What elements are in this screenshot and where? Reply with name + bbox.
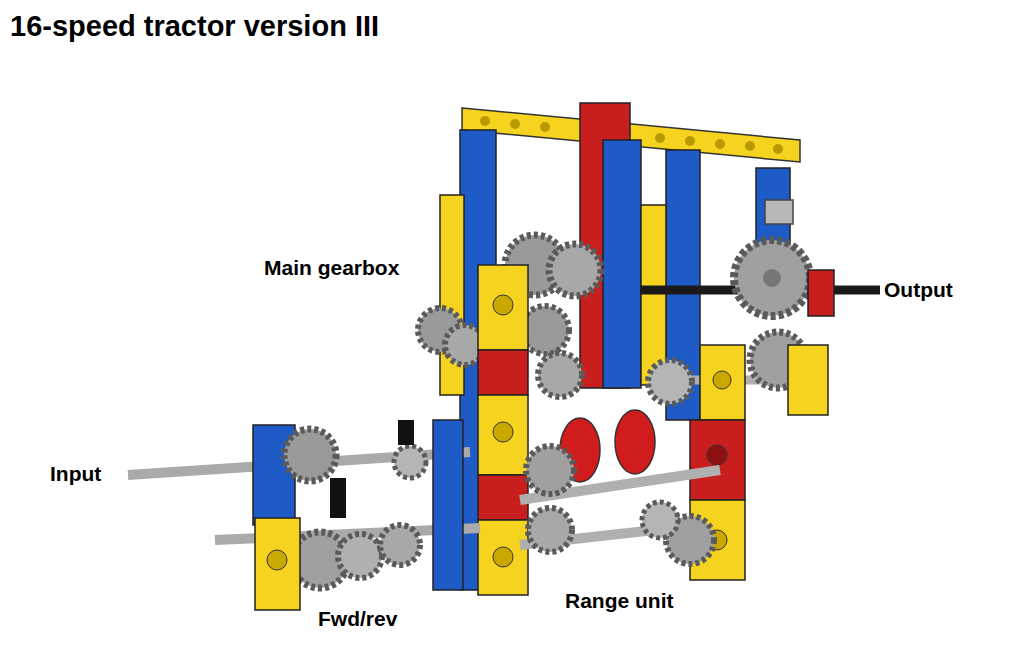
gear — [642, 502, 678, 538]
connector-piece — [765, 200, 793, 224]
part-label: Range unit — [565, 589, 674, 613]
gear — [734, 240, 810, 316]
brick — [478, 265, 528, 350]
gear — [338, 534, 382, 578]
gear — [528, 508, 572, 552]
part-label: Fwd/rev — [318, 607, 397, 631]
gear — [394, 446, 426, 478]
gear-hub — [763, 269, 781, 287]
beam-hole — [510, 119, 520, 129]
shift-lever — [330, 478, 346, 518]
diagram-title: 16-speed tractor version III — [10, 10, 379, 43]
vertical-beam — [641, 205, 666, 385]
gear — [380, 525, 420, 565]
vertical-beam — [433, 420, 463, 590]
brick-hole — [713, 371, 731, 389]
gear — [549, 244, 601, 296]
gear — [648, 360, 692, 404]
brick — [700, 345, 745, 420]
gear — [284, 429, 336, 481]
vertical-beam — [253, 425, 295, 525]
brick-hole — [267, 550, 287, 570]
brick — [808, 270, 834, 316]
beam-hole — [480, 116, 490, 126]
beam-hole — [540, 122, 550, 132]
gear — [538, 353, 582, 397]
brick — [478, 350, 528, 395]
beam-hole — [655, 133, 665, 143]
brick — [478, 395, 528, 475]
part-label: Main gearbox — [264, 256, 399, 280]
vertical-beam — [603, 140, 641, 388]
brick — [255, 518, 300, 610]
brick-hole — [707, 445, 727, 465]
brick-hole — [493, 547, 513, 567]
part-label: Output — [884, 278, 953, 302]
brick-hole — [493, 422, 513, 442]
clutch-gear — [615, 410, 655, 474]
gear — [526, 446, 574, 494]
brick-hole — [493, 295, 513, 315]
beam-hole — [745, 141, 755, 151]
shift-lever — [398, 420, 414, 445]
brick — [788, 345, 828, 415]
part-label: Input — [50, 462, 101, 486]
brick — [478, 520, 528, 595]
brick — [690, 420, 745, 500]
beam-hole — [715, 139, 725, 149]
beam-hole — [773, 144, 783, 154]
beam-hole — [685, 136, 695, 146]
